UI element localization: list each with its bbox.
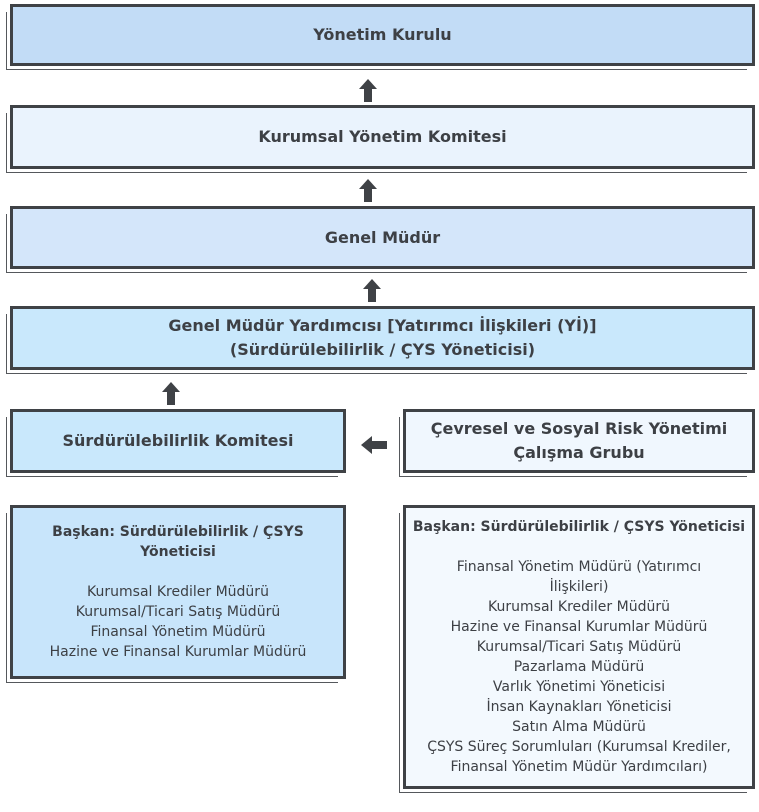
arrow-up-to-governance-committee — [359, 179, 377, 202]
list-item: Finansal Yönetim Müdür Yardımcıları) — [450, 759, 708, 775]
committee-chair-line1: Başkan: Sürdürülebilirlik / ÇSYS — [52, 524, 304, 540]
list-item: Varlık Yönetimi Yöneticisi — [492, 679, 666, 695]
deputy-label-line1: Genel Müdür Yardımcısı [Yatırımcı İlişki… — [168, 316, 597, 335]
esr-working-group-box: Çevresel ve Sosyal Risk Yönetimi Çalışma… — [403, 409, 755, 473]
general-manager-label: Genel Müdür — [324, 227, 441, 247]
committee-chair-line2: Yöneticisi — [140, 544, 216, 560]
arrow-up-to-general-manager — [363, 279, 381, 302]
esr-label-line2: Çalışma Grubu — [513, 443, 645, 462]
sustainability-committee-label: Sürdürülebilirlik Komitesi — [62, 431, 294, 450]
esr-label-line1: Çevresel ve Sosyal Risk Yönetimi — [430, 419, 728, 438]
deputy-label-line2: (Sürdürülebilirlik / ÇYS Yöneticisi) — [229, 340, 536, 359]
list-item: Finansal Yönetim Müdürü — [90, 624, 266, 640]
list-item: Satın Alma Müdürü — [512, 719, 646, 735]
list-item: İlişkileri) — [549, 579, 609, 595]
working-group-member-list: Finansal Yönetim Müdürü (Yatırımcı İlişk… — [427, 557, 731, 777]
deputy-general-manager-box: Genel Müdür Yardımcısı [Yatırımcı İlişki… — [10, 306, 755, 370]
working-group-chair: Başkan: Sürdürülebilirlik / ÇSYS Yönetic… — [412, 519, 746, 535]
board-box: Yönetim Kurulu — [10, 4, 755, 66]
board-label: Yönetim Kurulu — [313, 25, 452, 44]
list-item: İnsan Kaynakları Yöneticisi — [486, 699, 672, 715]
general-manager-box: Genel Müdür — [10, 206, 755, 269]
list-item: Hazine ve Finansal Kurumlar Müdürü — [49, 644, 307, 660]
arrow-left-to-committee — [361, 436, 387, 454]
arrow-up-to-board — [359, 79, 377, 102]
list-item: Finansal Yönetim Müdürü (Yatırımcı — [456, 559, 702, 575]
governance-committee-box: Kurumsal Yönetim Komitesi — [10, 105, 755, 169]
list-item: Kurumsal Krediler Müdürü — [488, 599, 670, 615]
committee-member-list: Kurumsal Krediler Müdürü Kurumsal/Ticari… — [50, 582, 307, 662]
sustainability-committee-box: Sürdürülebilirlik Komitesi — [10, 409, 346, 473]
arrow-up-to-deputy — [162, 382, 180, 405]
committee-members-box: Başkan: Sürdürülebilirlik / ÇSYS Yönetic… — [10, 505, 346, 679]
list-item: Kurumsal/Ticari Satış Müdürü — [476, 639, 682, 655]
governance-committee-label: Kurumsal Yönetim Komitesi — [258, 127, 507, 146]
list-item: Hazine ve Finansal Kurumlar Müdürü — [450, 619, 708, 635]
list-item: Pazarlama Müdürü — [513, 659, 645, 675]
list-item: ÇSYS Süreç Sorumluları (Kurumsal Kredile… — [427, 739, 731, 755]
working-group-members-box: Başkan: Sürdürülebilirlik / ÇSYS Yönetic… — [403, 505, 755, 789]
list-item: Kurumsal Krediler Müdürü — [87, 584, 269, 600]
list-item: Kurumsal/Ticari Satış Müdürü — [75, 604, 281, 620]
